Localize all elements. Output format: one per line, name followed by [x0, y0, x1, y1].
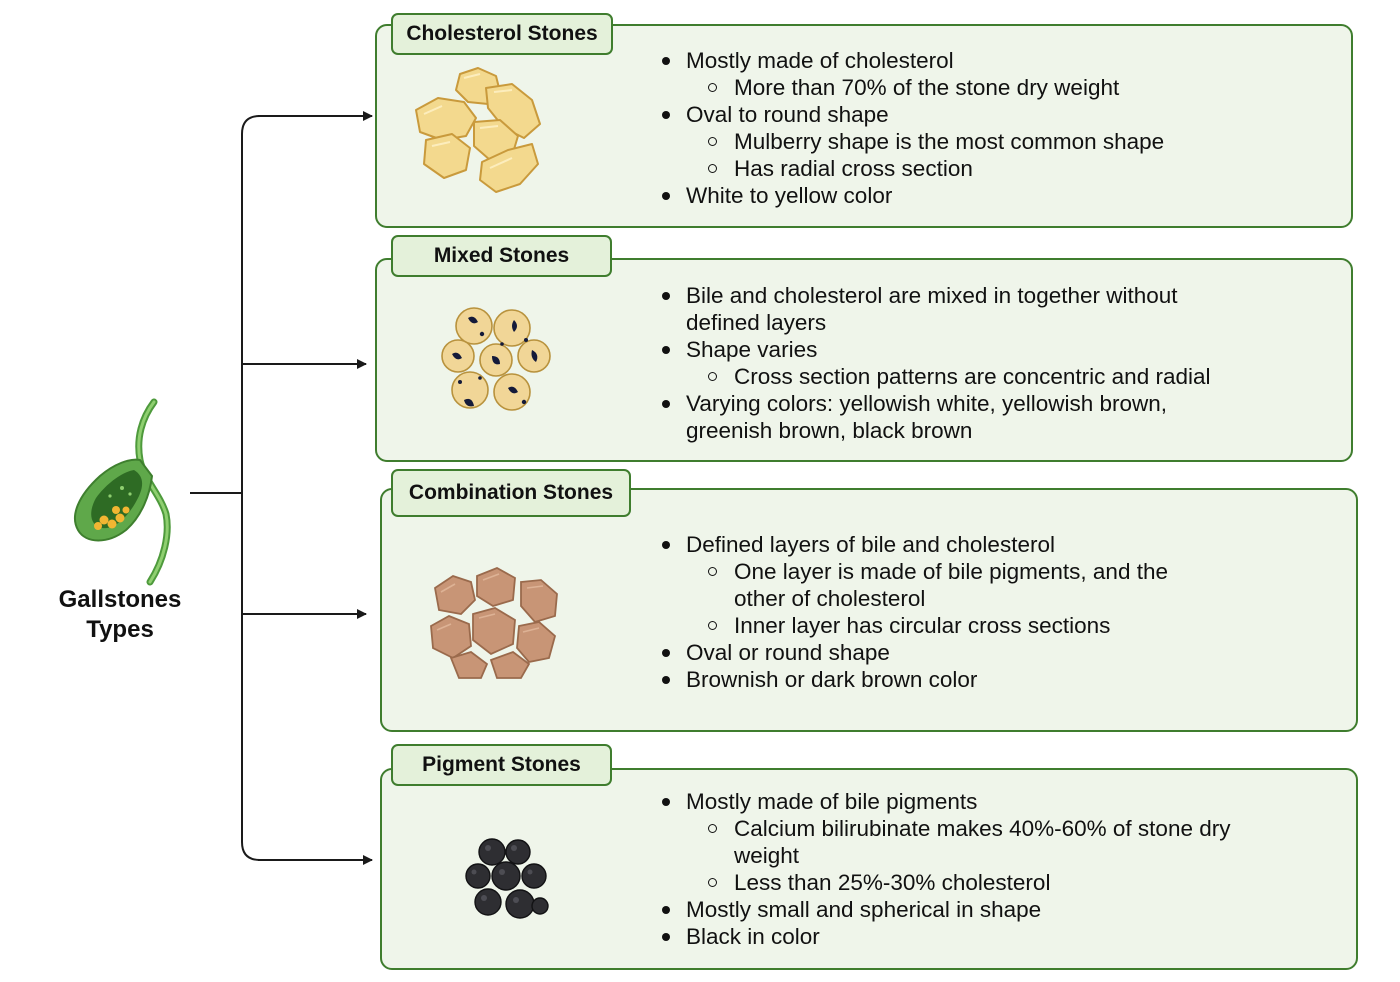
- panel-title-mixed-stones: Mixed Stones: [391, 235, 612, 277]
- sub-bullet-item: One layer is made of bile pigments, and …: [662, 558, 1222, 612]
- bullet-list-pigment-stones: Mostly made of bile pigments Calcium bil…: [662, 788, 1232, 950]
- bullet-item: Defined layers of bile and cholesterol: [662, 531, 1222, 558]
- panel-title-pigment-stones: Pigment Stones: [391, 744, 612, 786]
- bullet-item: Brownish or dark brown color: [662, 666, 1222, 693]
- bullet-item: Black in color: [662, 923, 1232, 950]
- pigment-stones-icon: [465, 838, 549, 919]
- bullet-list-combination-stones: Defined layers of bile and cholesterol O…: [662, 531, 1222, 693]
- bullet-item: Bile and cholesterol are mixed in togeth…: [662, 282, 1242, 336]
- bullet-item: Oval to round shape: [662, 101, 1322, 128]
- bullet-item: Mostly made of bile pigments: [662, 788, 1232, 815]
- root-title-line1: Gallstones: [58, 586, 182, 613]
- panel-title-combination-stones: Combination Stones: [391, 469, 631, 517]
- sub-bullet-item: Calcium bilirubinate makes 40%-60% of st…: [662, 815, 1232, 869]
- root-title-line2: Types: [86, 616, 154, 643]
- root-title: Gallstones Types: [40, 585, 200, 645]
- sub-bullet-item: Inner layer has circular cross sections: [662, 612, 1222, 639]
- mixed-stones-icon: [441, 307, 551, 411]
- panel-title-cholesterol-stones: Cholesterol Stones: [391, 13, 613, 55]
- sub-bullet-item: Less than 25%-30% cholesterol: [662, 869, 1232, 896]
- sub-bullet-item: Mulberry shape is the most common shape: [662, 128, 1322, 155]
- bullet-item: White to yellow color: [662, 182, 1322, 209]
- bullet-item: Varying colors: yellowish white, yellowi…: [662, 390, 1242, 444]
- trunk-line: [241, 115, 261, 861]
- bullet-item: Mostly small and spherical in shape: [662, 896, 1232, 923]
- bullet-item: Oval or round shape: [662, 639, 1222, 666]
- sub-bullet-item: Has radial cross section: [662, 155, 1322, 182]
- cholesterol-stones-icon: [415, 67, 541, 193]
- sub-bullet-item: More than 70% of the stone dry weight: [662, 74, 1322, 101]
- gallbladder-icon: [74, 398, 171, 586]
- sub-bullet-item: Cross section patterns are concentric an…: [662, 363, 1242, 390]
- bullet-item: Shape varies: [662, 336, 1242, 363]
- bullet-list-cholesterol-stones: Mostly made of cholesterol More than 70%…: [662, 47, 1322, 209]
- combination-stones-icon: [430, 567, 558, 679]
- bullet-list-mixed-stones: Bile and cholesterol are mixed in togeth…: [662, 282, 1242, 444]
- bullet-item: Mostly made of cholesterol: [662, 47, 1322, 74]
